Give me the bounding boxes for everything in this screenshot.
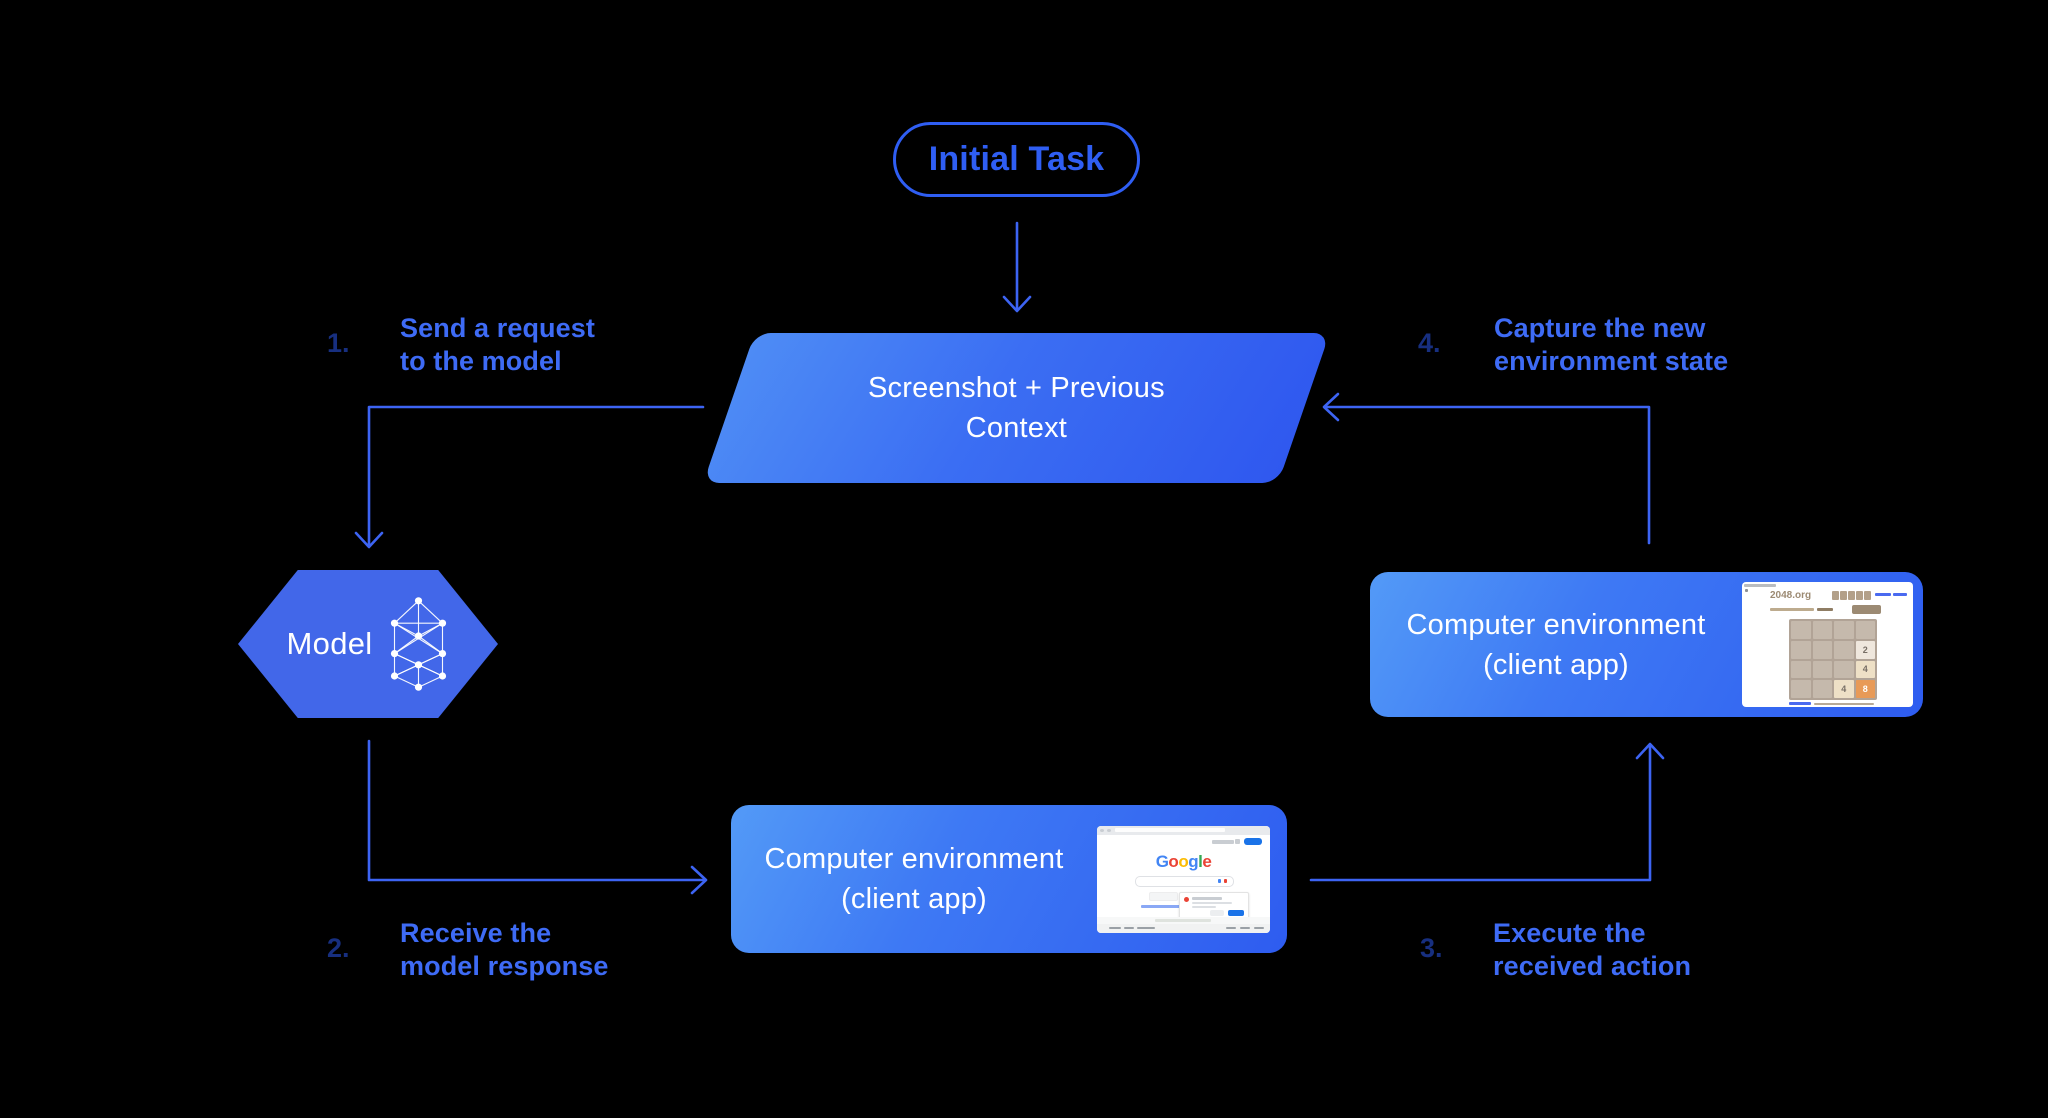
instructions-text — [1814, 702, 1874, 705]
tile-4: 4 — [1834, 680, 1854, 698]
step-1-number: 1. — [327, 328, 350, 358]
google-screenshot-thumbnail: Google — [1097, 825, 1270, 933]
tile-8: 8 — [1855, 680, 1875, 698]
back-icon — [1745, 589, 1748, 592]
sign-in-dialog — [1179, 891, 1249, 921]
step-2-number: 2. — [327, 933, 350, 963]
arrow-task-to-context — [1002, 221, 1032, 313]
neural-network-icon — [391, 597, 447, 691]
google-search-button — [1149, 891, 1178, 901]
apps-grid-icon — [1235, 838, 1240, 844]
browser-chrome-bar — [1097, 825, 1270, 835]
arrow-environment-to-context — [1322, 392, 1651, 545]
new-game-button — [1852, 605, 1881, 614]
sign-in-button — [1244, 837, 1262, 845]
screenshot-context-parallelogram: Screenshot + Previous Context — [703, 333, 1330, 483]
top-links — [1893, 593, 1907, 596]
score-box — [1832, 591, 1839, 600]
env-box-client-right: Computer environment (client app) 2048.o… — [1370, 572, 1923, 717]
step-2-label: Receive the model response — [400, 918, 609, 981]
screenshot-context-label: Screenshot + Previous Context — [868, 372, 1165, 444]
top-links — [1875, 593, 1891, 596]
arrow-model-to-environment — [367, 739, 708, 895]
step-3-number: 3. — [1420, 933, 1443, 963]
arrow-environment-to-environment — [1309, 742, 1665, 882]
how-to-play-link — [1789, 702, 1811, 705]
gmail-images-links — [1212, 839, 1234, 844]
score-box — [1848, 591, 1855, 600]
google-logo: Google — [1155, 851, 1212, 871]
footer-links-bar — [1097, 923, 1270, 933]
tagline-text — [1817, 608, 1833, 611]
model-label: Model — [286, 626, 373, 661]
search-input — [1135, 875, 1234, 887]
step-3-label: Execute the received action — [1493, 918, 1692, 981]
model-hexagon: Model — [238, 570, 498, 718]
tagline-text — [1770, 608, 1814, 611]
score-box — [1840, 591, 1847, 600]
dialog-sign-in-button — [1228, 909, 1244, 916]
tile-2: 2 — [1855, 640, 1875, 659]
site-heading: 2048.org — [1770, 590, 1812, 601]
window-title — [1744, 584, 1776, 587]
dialog-dismiss-button — [1210, 909, 1224, 916]
env-box-right-label: Computer environment (client app) — [1406, 608, 1706, 681]
score-box — [1856, 591, 1863, 600]
initial-task-pill: Initial Task — [893, 122, 1140, 197]
score-box — [1864, 591, 1871, 600]
step-4-label: Capture the new environment state — [1494, 313, 1729, 376]
footer-carbon-line — [1097, 916, 1270, 924]
initial-task-label: Initial Task — [928, 140, 1105, 178]
tile-4: 4 — [1855, 660, 1875, 679]
env-box-client-bottom: Computer environment (client app) Google — [731, 805, 1287, 953]
env-box-bottom-label: Computer environment (client app) — [764, 843, 1064, 915]
step-1-label: Send a request to the model — [400, 313, 595, 376]
arrow-context-to-model — [354, 405, 705, 549]
step-4-number: 4. — [1418, 328, 1441, 358]
